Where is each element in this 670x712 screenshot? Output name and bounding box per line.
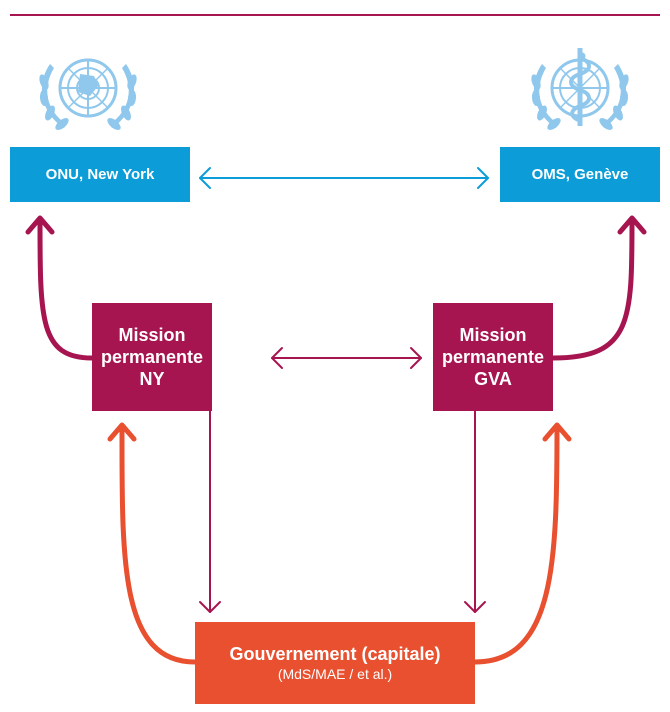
mission-ny-line1: Mission bbox=[118, 325, 186, 345]
mission-gva-to-government-arrow bbox=[464, 410, 486, 613]
who-emblem-icon bbox=[531, 48, 629, 130]
missions-link-arrow bbox=[271, 347, 422, 369]
mission-gva-node: Mission permanente GVA bbox=[433, 303, 553, 411]
government-to-mission-ny-arrow bbox=[107, 422, 198, 665]
mission-ny-line2: permanente bbox=[100, 347, 204, 367]
mission-gva-line3: GVA bbox=[474, 369, 512, 389]
un-new-york-label: ONU, New York bbox=[45, 166, 155, 183]
mission-ny-to-un-arrow bbox=[25, 215, 95, 361]
government-title: Gouvernement (capitale) bbox=[229, 644, 441, 664]
mission-gva-line1: Mission bbox=[459, 325, 527, 345]
mission-gva-to-who-arrow bbox=[550, 215, 647, 361]
who-geneva-node: OMS, Genève bbox=[500, 147, 660, 202]
mission-gva-line2: permanente bbox=[441, 347, 545, 367]
un-emblem-icon bbox=[39, 58, 137, 130]
top-rule bbox=[10, 14, 660, 16]
who-geneva-label: OMS, Genève bbox=[531, 166, 629, 183]
government-subtitle: (MdS/MAE / et al.) bbox=[277, 666, 393, 682]
un-new-york-node: ONU, New York bbox=[10, 147, 190, 202]
un-who-link-arrow bbox=[199, 167, 489, 189]
mission-ny-to-government-arrow bbox=[199, 410, 221, 613]
government-to-mission-gva-arrow bbox=[472, 422, 572, 665]
mission-ny-node: Mission permanente NY bbox=[92, 303, 212, 411]
mission-ny-line3: NY bbox=[139, 369, 165, 389]
government-node: Gouvernement (capitale) (MdS/MAE / et al… bbox=[195, 622, 475, 704]
